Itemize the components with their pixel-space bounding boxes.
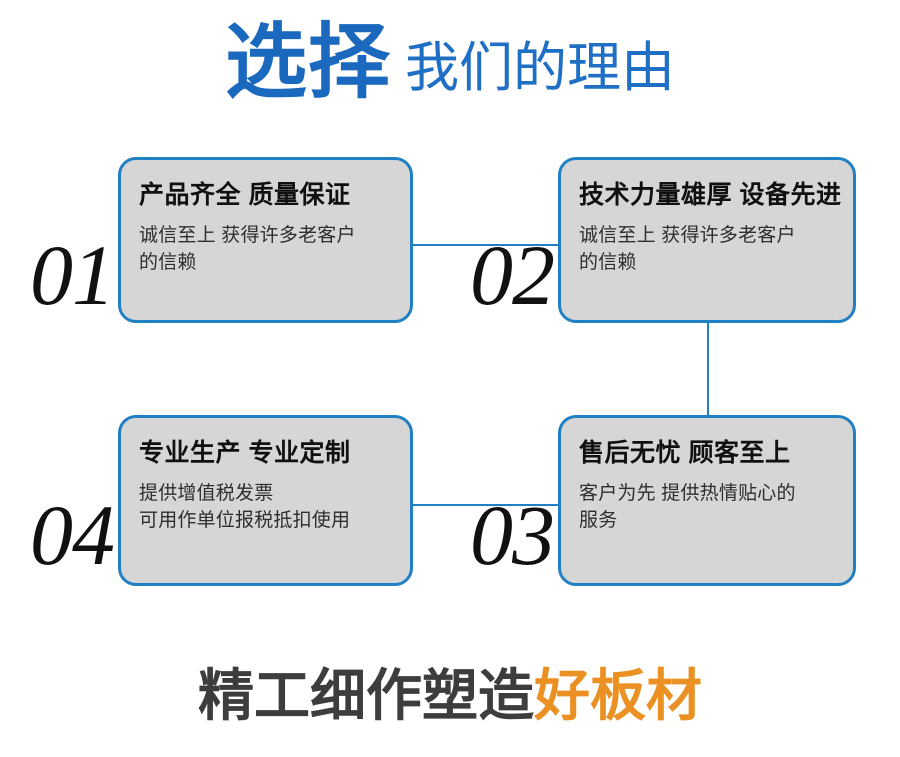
reason-card-01: 产品齐全 质量保证 诚信至上 获得许多老客户 的信赖 <box>118 157 413 323</box>
card-body-04: 提供增值税发票 可用作单位报税抵扣使用 <box>139 480 394 535</box>
card-title-01: 产品齐全 质量保证 <box>139 181 351 209</box>
card-body-line: 提供增值税发票 <box>139 482 274 504</box>
card-content-04: 专业生产 专业定制 提供增值税发票 可用作单位报税抵扣使用 <box>121 418 410 535</box>
card-body-line: 服务 <box>579 510 618 532</box>
card-body-line: 客户为先 提供热情贴心的 <box>579 482 796 504</box>
title-emphasis: 选择 <box>224 17 391 108</box>
card-content-03: 售后无忧 顾客至上 客户为先 提供热情贴心的 服务 <box>561 418 853 535</box>
reason-card-04: 专业生产 专业定制 提供增值税发票 可用作单位报税抵扣使用 <box>118 415 413 586</box>
card-number-03: 03 <box>470 487 555 583</box>
card-content-01: 产品齐全 质量保证 诚信至上 获得许多老客户 的信赖 <box>121 160 410 277</box>
footer-text-accent: 好板材 <box>534 664 702 727</box>
card-body-03: 客户为先 提供热情贴心的 服务 <box>579 480 837 535</box>
footer-slogan: 精工细作塑造好板材 <box>0 668 900 724</box>
connector-line-04-to-03 <box>410 504 560 506</box>
card-body-01: 诚信至上 获得许多老客户 的信赖 <box>139 222 394 277</box>
card-title-04: 专业生产 专业定制 <box>139 439 351 467</box>
card-body-line: 的信赖 <box>579 252 637 274</box>
card-number-04: 04 <box>30 487 115 583</box>
page-title: 选择我们的理由 <box>0 22 900 104</box>
connector-line-01-to-02 <box>410 244 560 246</box>
footer-text-dark: 精工细作塑造 <box>198 664 534 727</box>
card-body-02: 诚信至上 获得许多老客户 的信赖 <box>579 222 837 277</box>
card-content-02: 技术力量雄厚 设备先进 诚信至上 获得许多老客户 的信赖 <box>561 160 853 277</box>
card-body-line: 诚信至上 获得许多老客户 <box>579 224 796 246</box>
reason-card-03: 售后无忧 顾客至上 客户为先 提供热情贴心的 服务 <box>558 415 856 586</box>
card-number-02: 02 <box>470 227 555 323</box>
connector-line-02-to-03 <box>707 320 709 416</box>
reason-card-02: 技术力量雄厚 设备先进 诚信至上 获得许多老客户 的信赖 <box>558 157 856 323</box>
card-body-line: 的信赖 <box>139 252 197 274</box>
card-title-03: 售后无忧 顾客至上 <box>579 439 791 467</box>
card-number-01: 01 <box>30 227 115 323</box>
title-subtitle: 我们的理由 <box>405 38 675 98</box>
card-title-02: 技术力量雄厚 设备先进 <box>579 181 842 209</box>
card-body-line: 诚信至上 获得许多老客户 <box>139 224 356 246</box>
card-body-line: 可用作单位报税抵扣使用 <box>139 510 351 532</box>
